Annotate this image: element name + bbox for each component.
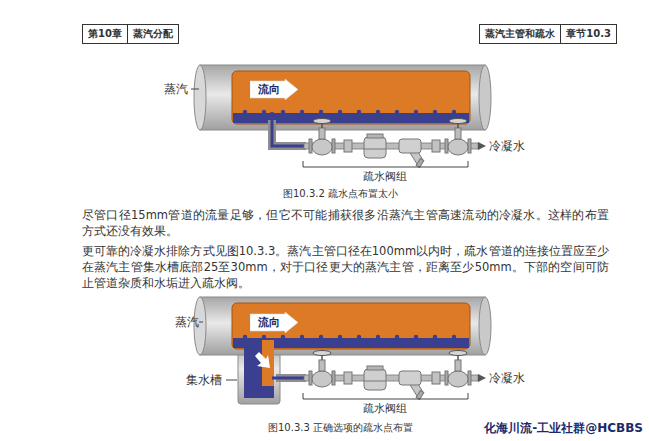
pipe-end [194,65,206,130]
pocket-condensate [244,338,274,398]
group-label: 疏水阀组 [363,402,407,415]
pipe-label: 蒸汽 [175,315,199,329]
group-bracket [303,393,468,399]
header-text: 蒸汽分配 [127,25,178,43]
droplet [376,335,380,339]
droplet [243,110,247,114]
isolation-valve [309,351,335,388]
droplet [262,110,266,114]
steam-cutaway [232,71,470,124]
droplet [414,335,418,339]
droplet [433,110,437,114]
flow-arrow: 流向 [250,312,298,333]
flow-arrow-small [255,352,270,368]
outlet-label: 冷凝水 [489,139,525,153]
droplet [357,335,361,339]
droplet [300,335,304,339]
leader-line [191,89,199,90]
droplet [395,110,399,114]
figure-caption: 图10.3.3 正确选项的疏水点布置 [268,422,413,434]
figure-caption: 图10.3.2 疏水点布置太小 [283,188,398,200]
drain-pipe [272,120,306,146]
droplet [452,335,456,339]
drain-condensate [272,112,306,146]
group-label: 疏水阀组 [363,170,407,183]
steam-trap [364,366,386,390]
leader-line [199,322,203,323]
flow-label: 流向 [258,83,280,96]
header-box: 蒸汽主管和疏水章节10.3 [479,24,617,44]
outlet-arrowhead [478,142,486,150]
flow-arrow: 流向 [250,79,298,100]
pipe-union [432,140,440,152]
droplet [395,335,399,339]
strainer [399,371,424,399]
pipe-end [479,297,491,355]
pipe-label: 蒸汽 [164,82,188,96]
figure-pocket-drain [194,297,491,404]
droplet [452,110,456,114]
isolation-valve [445,119,471,156]
outlet-label: 冷凝水 [489,371,525,385]
droplet [376,110,380,114]
figure-small-drain [191,65,491,167]
droplet [319,335,323,339]
droplet [262,335,266,339]
droplet [281,335,285,339]
droplet [338,110,342,114]
header-text: 第10章 [83,25,127,43]
pipe-end [479,65,491,130]
header-text: 蒸汽主管和疏水 [480,25,560,43]
header-box: 第10章蒸汽分配 [82,24,179,44]
group-bracket [303,161,468,167]
steam-trap [364,134,386,158]
pipe-union [344,372,352,384]
steam-main [200,65,485,130]
droplet [281,110,285,114]
drain-condensate [272,377,306,380]
pocket-label: 集水槽 [186,373,222,387]
steam-main [200,297,485,355]
isolation-valve [309,119,335,156]
droplet [433,335,437,339]
droplet [338,335,342,339]
header-text: 章节10.3 [560,25,616,43]
body-paragraph: 尽管口径15mm管道的流量足够，但它不可能捕获很多沿蒸汽主管高速流动的冷凝水。这… [82,207,609,239]
droplet [319,110,323,114]
pipe-union [432,372,440,384]
watermark: 化海川流-工业社群@HCBBS [484,421,643,435]
leader-line [226,380,237,381]
body-paragraph: 更可靠的冷凝水排除方式见图10.3.3。蒸汽主管口径在100mm以内时，疏水管道… [82,243,609,291]
droplet [300,110,304,114]
isolation-valve [445,351,471,388]
flow-label: 流向 [258,316,280,329]
droplet [357,110,361,114]
pipe-union [344,140,352,152]
outlet-arrowhead [478,374,486,382]
strainer [399,139,424,167]
droplet [414,110,418,114]
